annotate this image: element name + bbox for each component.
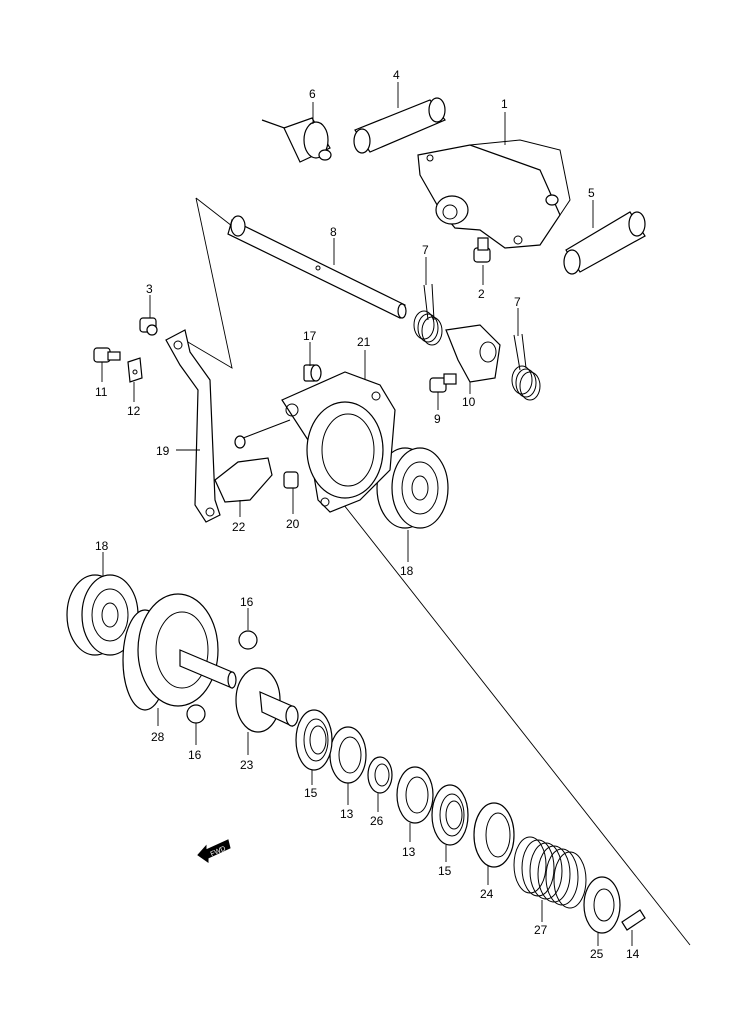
part-8-shaft [227, 215, 407, 319]
callout-14: 14 [626, 947, 640, 961]
callout-7-b: 7 [514, 295, 521, 309]
callout-19: 19 [156, 444, 170, 458]
part-22-fork [214, 419, 291, 503]
callout-17: 17 [303, 329, 317, 343]
callout-21: 21 [357, 335, 371, 349]
part-3-bolt [139, 317, 158, 336]
callout-15-b: 15 [438, 864, 452, 878]
part-15-bearing-b [431, 784, 469, 846]
part-9-bolt [429, 373, 457, 393]
callout-5: 5 [588, 186, 595, 200]
part-18-bearing-b [66, 574, 139, 656]
callout-11: 11 [95, 385, 108, 399]
part-11-bolt [93, 347, 121, 363]
fwd-arrow-icon: FWD [197, 839, 231, 863]
callout-6: 6 [309, 87, 316, 101]
part-23-cam [235, 667, 299, 733]
callout-4: 4 [393, 68, 400, 82]
callout-9: 9 [434, 412, 441, 426]
part-18-bearing-a [376, 447, 449, 529]
callout-7-a: 7 [422, 243, 429, 257]
part-14-pin [621, 909, 646, 931]
part-26-collar [367, 756, 393, 794]
part-7-spring-b [511, 333, 541, 401]
part-13-washer-a [329, 726, 367, 784]
part-25-seat [583, 876, 621, 934]
callout-13-b: 13 [402, 845, 416, 859]
callouts: 1 2 3 4 5 6 7 7 8 9 10 11 12 13 13 14 15 [95, 68, 640, 961]
part-16-ball-a [238, 630, 258, 650]
assembly-axis-lines [175, 197, 691, 946]
part-20-bolt [283, 471, 299, 489]
callout-27: 27 [534, 923, 548, 937]
callout-16-a: 16 [240, 595, 254, 609]
part-1-bracket [417, 139, 571, 249]
callout-12: 12 [127, 404, 141, 418]
callout-2: 2 [478, 287, 485, 301]
callout-10: 10 [462, 395, 476, 409]
callout-18-a: 18 [400, 564, 414, 578]
callout-23: 23 [240, 758, 254, 772]
callout-1: 1 [501, 97, 508, 111]
callout-18-b: 18 [95, 539, 109, 553]
callout-20: 20 [286, 517, 300, 531]
part-27-coil-spring [513, 836, 587, 909]
part-10-lever [445, 324, 501, 383]
callout-8: 8 [330, 225, 337, 239]
part-19-arm [165, 329, 221, 523]
part-4-sleeve [353, 97, 446, 154]
part-5-sleeve [563, 211, 646, 275]
part-12-plate [127, 357, 143, 383]
part-15-bearing-a [295, 709, 333, 771]
part-16-ball-b [186, 704, 206, 724]
part-2-bolt [473, 237, 491, 263]
part-7-spring-a [413, 283, 443, 346]
part-24-dish [473, 802, 515, 868]
part-17-bolt [303, 364, 322, 382]
callout-3: 3 [146, 282, 153, 296]
part-13-washer-b [396, 766, 434, 824]
callout-22: 22 [232, 520, 246, 534]
callout-24: 24 [480, 887, 494, 901]
part-6-damper [261, 117, 332, 163]
callout-25: 25 [590, 947, 604, 961]
part-28-gear [122, 593, 237, 711]
callout-28: 28 [151, 730, 165, 744]
callout-26: 26 [370, 814, 384, 828]
callout-16-b: 16 [188, 748, 202, 762]
callout-15-a: 15 [304, 786, 318, 800]
callout-13-a: 13 [340, 807, 354, 821]
part-21-housing [281, 371, 396, 513]
